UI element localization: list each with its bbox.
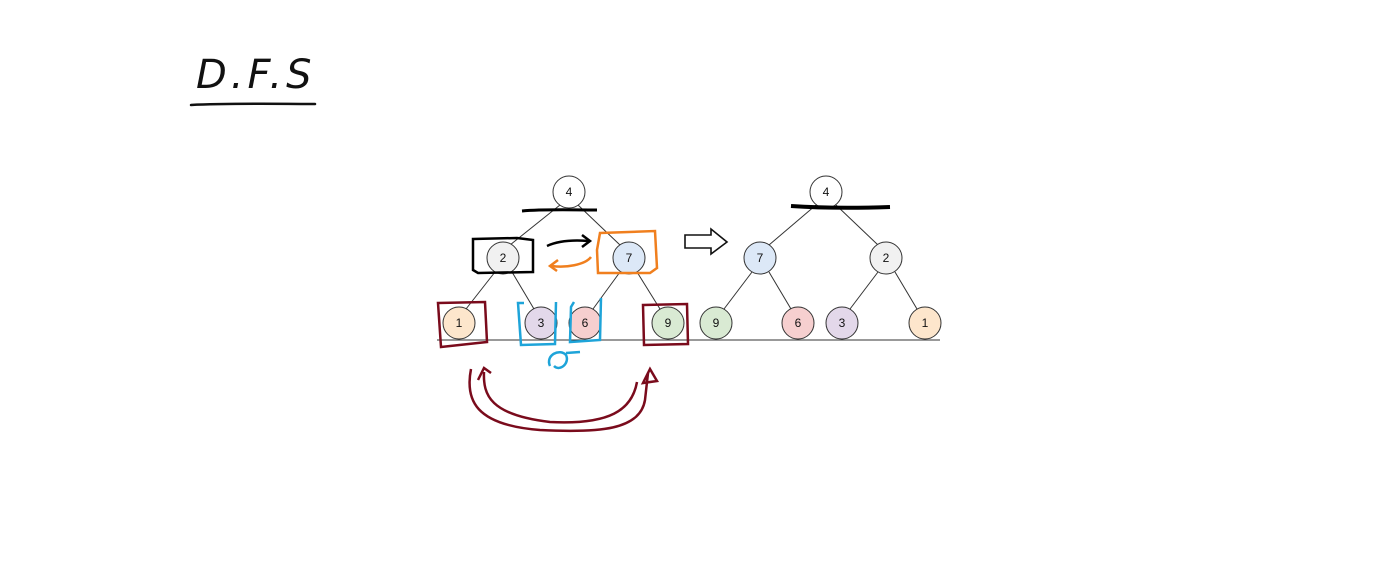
mirrored-node-1 <box>908 306 942 340</box>
outer-swap-arrow <box>468 368 650 433</box>
mirrored-node-label-9: 9 <box>713 316 720 330</box>
box-node-3 <box>516 301 558 347</box>
mirrored-node-label-4: 4 <box>823 185 830 199</box>
original-node-label-9: 9 <box>665 316 672 330</box>
original-node-1 <box>442 306 476 340</box>
original-tree: 4 2 7 1 3 6 9 <box>442 175 685 340</box>
root-underline-left <box>521 208 598 213</box>
mirrored-tree: 4 7 2 9 6 3 1 <box>699 175 942 340</box>
mirrored-node-2 <box>869 241 903 275</box>
swap-arrow-top <box>546 239 589 248</box>
box-node-6 <box>568 297 603 344</box>
blue-swap-arrow <box>547 350 581 370</box>
original-node-2 <box>486 241 520 275</box>
box-node-7 <box>595 229 659 275</box>
box-node-9 <box>641 302 690 347</box>
right-outline-arrow-icon <box>684 227 729 256</box>
mirrored-tree-edges <box>723 204 918 310</box>
original-node-9 <box>651 306 685 340</box>
mirrored-node-label-6: 6 <box>795 316 802 330</box>
original-node-label-2: 2 <box>500 251 507 265</box>
original-node-label-6: 6 <box>582 316 589 330</box>
original-node-4 <box>552 175 586 209</box>
mirrored-node-3 <box>825 306 859 340</box>
page-title: D.F.S <box>196 52 316 98</box>
mirrored-node-7 <box>743 241 777 275</box>
mirrored-node-6 <box>781 306 815 340</box>
swap-arrow-bottom <box>551 256 592 268</box>
inner-swap-arrow <box>482 371 639 424</box>
mirrored-node-label-2: 2 <box>883 251 890 265</box>
root-underline-right <box>790 204 891 210</box>
original-node-label-7: 7 <box>626 251 633 265</box>
mirrored-node-label-7: 7 <box>757 251 764 265</box>
original-node-3 <box>524 306 558 340</box>
mirrored-node-9 <box>699 306 733 340</box>
original-node-label-3: 3 <box>538 316 545 330</box>
mirrored-node-label-3: 3 <box>839 316 846 330</box>
mirrored-node-label-1: 1 <box>922 316 929 330</box>
box-node-2 <box>471 236 535 275</box>
box-node-1 <box>436 300 489 349</box>
original-node-label-4: 4 <box>566 185 573 199</box>
original-node-label-1: 1 <box>456 316 463 330</box>
